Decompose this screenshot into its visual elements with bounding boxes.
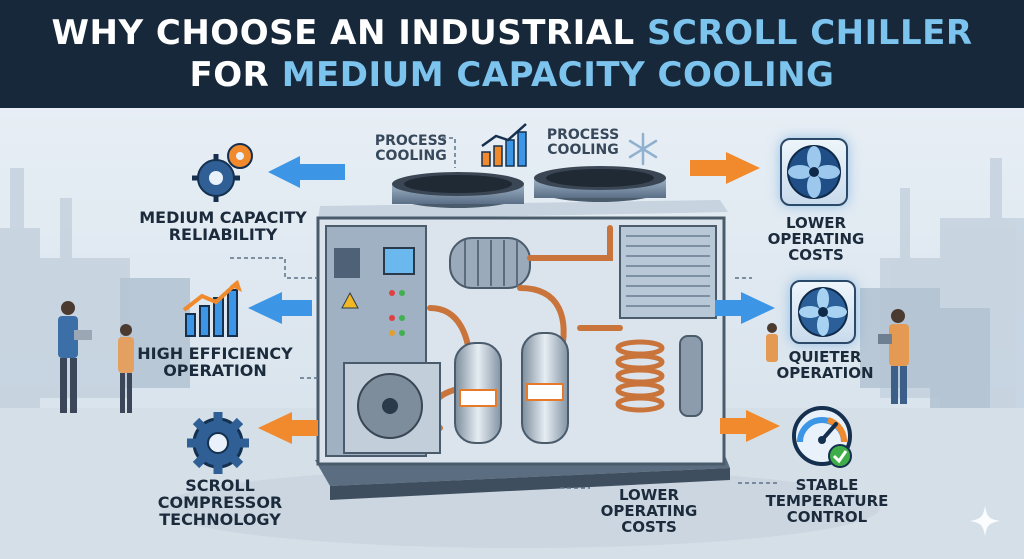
gear-icon [187,412,249,474]
title-line-1: WHY CHOOSE AN INDUSTRIAL SCROLL CHILLER [51,12,972,54]
process-cooling-label-left: PROCESS COOLING [368,134,454,163]
stable-temperature-control-label: STABLE TEMPERATURE CONTROL [752,476,902,526]
scroll-chiller-unit [315,166,730,500]
label-line: RELIABILITY [168,224,278,244]
label-line: COOLING [547,141,619,158]
label-line: LOWER [618,486,680,504]
growth-chart-icon-top [481,123,527,167]
top-fan-left [392,172,524,208]
medium-capacity-reliability-label: MEDIUM CAPACITY RELIABILITY [128,208,318,244]
scroll-compressor-technology-label: SCROLL COMPRESSOR TECHNOLOGY [134,476,306,529]
title-line-2: FOR MEDIUM CAPACITY COOLING [190,54,835,96]
label-line: OPERATION [163,360,267,380]
label-line: COMPRESSOR [157,492,283,512]
factory-background [0,158,1024,559]
label-line: COSTS [788,245,844,264]
label-line: STABLE [795,476,859,494]
connector-arrows [230,137,780,489]
lower-operating-costs-label-right: LOWER OPERATING COSTS [756,214,876,264]
snowflake-icon [628,132,658,166]
label-line: HIGH EFFICIENCY [137,344,293,363]
label-line: COOLING [375,147,447,164]
label-line: QUIETER [788,348,862,366]
sparkle-icon [970,506,1000,536]
scroll-compressor-1 [454,342,502,444]
label-line: PROCESS [546,127,620,143]
fan-icon-box-mid [790,280,856,344]
label-line: COSTS [621,517,677,536]
title-line-1-text: WHY CHOOSE AN INDUSTRIAL [51,13,648,53]
lower-operating-costs-label-bottom: LOWER OPERATING COSTS [594,486,704,536]
fan-icon [798,287,848,337]
top-fan-right [534,166,666,202]
label-line: PROCESS [374,133,448,149]
high-efficiency-operation-label: HIGH EFFICIENCY OPERATION [130,344,300,380]
label-line: MEDIUM CAPACITY [139,208,307,227]
growth-chart-icon [182,280,242,337]
label-line: TECHNOLOGY [159,509,281,529]
quieter-operation-label: QUIETER OPERATION [760,348,890,382]
label-line: SCROLL [185,476,255,495]
title-line-2-accent: MEDIUM CAPACITY COOLING [281,55,835,95]
label-line: OPERATING [600,501,698,520]
illustration-scene: PROCESS COOLING PROCESS COOLING MEDIUM C… [0,108,1024,559]
fan-icon-box-top [780,138,848,206]
label-line: CONTROL [786,507,868,526]
title-line-1-accent: SCROLL CHILLER [647,13,973,53]
label-line: OPERATING [767,229,865,248]
gauge-check-icon [792,406,852,468]
label-line: LOWER [785,214,847,232]
process-cooling-label-right: PROCESS COOLING [540,128,626,157]
gears-icon [192,143,253,202]
title-line-2-text: FOR [189,55,282,95]
label-line: TEMPERATURE [765,491,889,510]
scroll-compressor-2 [521,332,569,444]
fan-icon [787,145,841,199]
label-line: OPERATION [776,363,874,382]
title-banner: WHY CHOOSE AN INDUSTRIAL SCROLL CHILLER … [0,0,1024,108]
